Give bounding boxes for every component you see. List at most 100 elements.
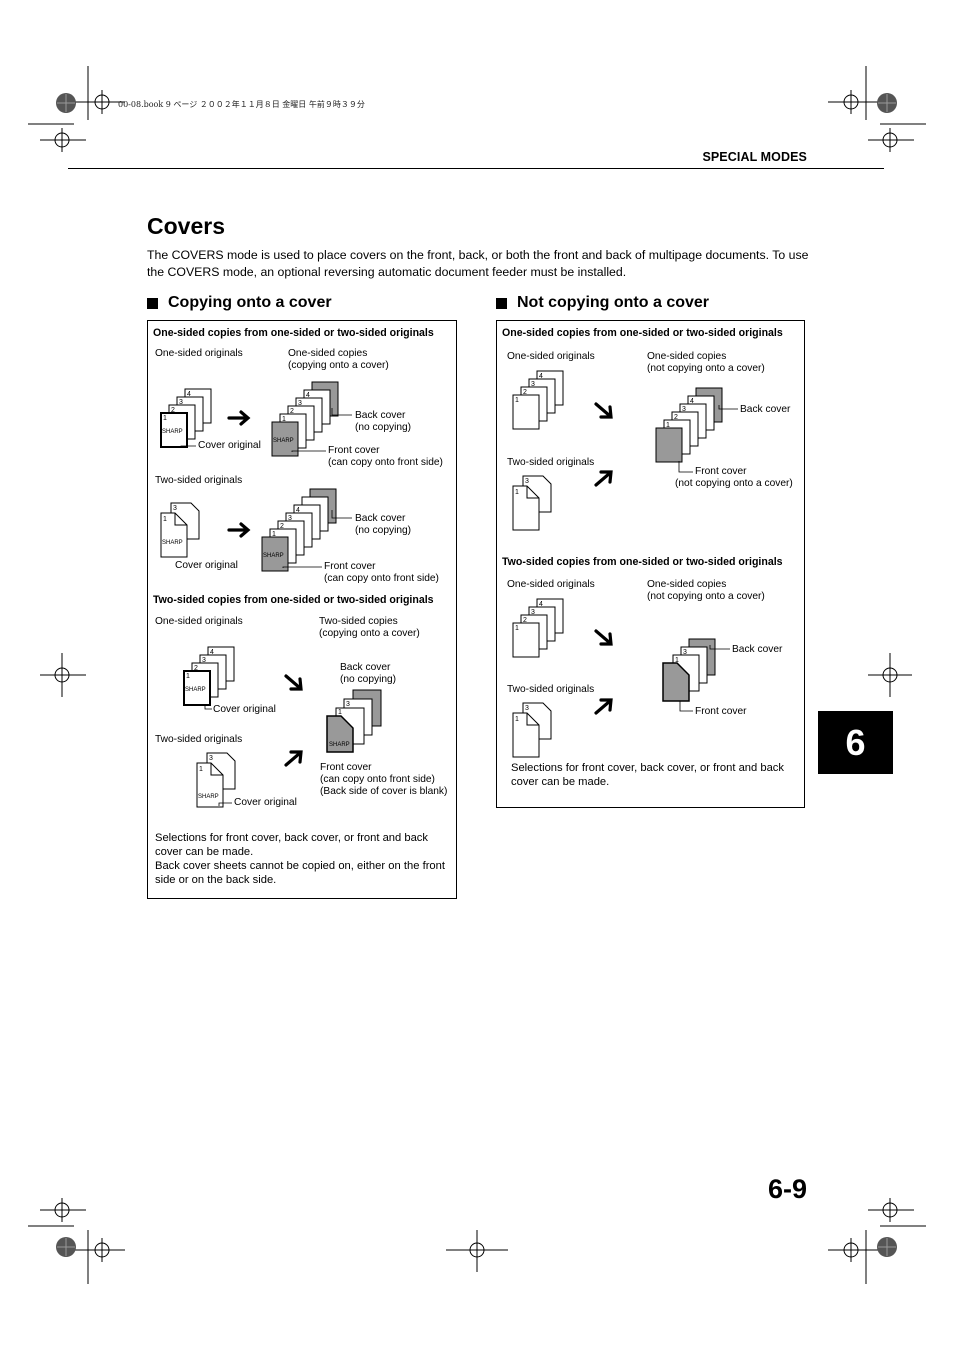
arrow-icon — [227, 522, 251, 538]
leader-line — [718, 405, 738, 410]
sheet-icon — [655, 427, 683, 463]
sheet-number: 1 — [163, 516, 167, 523]
sheet-number: 3 — [683, 649, 687, 656]
left-label-back-cover-2: Back cover(no copying) — [355, 513, 412, 536]
sheet-number: 3 — [346, 701, 350, 708]
sheet-number: 1 — [163, 415, 167, 422]
sheet-number: 1 — [515, 489, 519, 496]
left-label-one-sided-originals-2: One-sided originals — [155, 616, 243, 627]
left-label-front-cover-3: Front cover(can copy onto front side)(Ba… — [320, 762, 448, 797]
sheet-number: 4 — [539, 373, 543, 380]
section-header: SPECIAL MODES — [702, 150, 807, 164]
sheet-number: 3 — [531, 381, 535, 388]
print-info: 00-08.book 9 ページ ２００２年１１月８日 金曜日 午前９時３９分 — [118, 100, 365, 109]
leader-line — [204, 705, 212, 710]
sheet-number: 2 — [674, 414, 678, 421]
page-title: Covers — [147, 213, 225, 239]
right-label-one-sided-originals-1: One-sided originals — [507, 351, 595, 362]
leader-line — [678, 461, 693, 473]
sheet-number: 1 — [515, 716, 519, 723]
sheet-number: 3 — [288, 515, 292, 522]
left-label-cover-original-2: Cover original — [175, 560, 238, 571]
sheet-number: 1 — [338, 709, 342, 716]
sheet-icon — [512, 712, 540, 758]
sheet-number: 1 — [272, 531, 276, 538]
sheet-number: 2 — [171, 407, 175, 414]
sheet-number: 4 — [539, 601, 543, 608]
left-panel — [147, 320, 457, 899]
leader-line — [331, 408, 352, 416]
arrow-icon — [594, 629, 613, 646]
arrow-icon — [227, 410, 251, 426]
cover-original-outline — [160, 412, 188, 448]
left-label-back-cover-1: Back cover(no copying) — [355, 410, 412, 433]
dog-ear — [210, 763, 223, 776]
dog-ear — [174, 513, 187, 526]
sheet-icon — [512, 394, 540, 430]
sheet-number: 4 — [306, 392, 310, 399]
left-label-cover-original-1: Cover original — [198, 440, 261, 451]
right-label-one-sided-copies-1: One-sided copies(not copying onto a cove… — [647, 351, 765, 374]
right-sub2: Two-sided copies from one-sided or two-s… — [502, 556, 783, 568]
sheet-icon — [512, 622, 540, 658]
left-label-front-cover-2: Front cover(can copy onto front side) — [324, 561, 439, 584]
right-note: Selections for front cover, back cover, … — [511, 762, 784, 788]
bullet-square-icon — [496, 297, 507, 309]
sheet-brand: SHARP — [162, 540, 183, 546]
sheet-number: 3 — [179, 399, 183, 406]
left-label-two-sided-originals-1: Two-sided originals — [155, 475, 243, 486]
left-note-2: Back cover sheets cannot be copied on, e… — [155, 860, 445, 886]
front-cover-sheet — [326, 715, 354, 753]
arrow-icon — [284, 750, 303, 767]
front-cover-sheet — [662, 662, 690, 702]
sheet-icon — [271, 421, 299, 457]
sheet-number: 1 — [675, 657, 679, 664]
left-note-1: Selections for front cover, back cover, … — [155, 832, 428, 858]
right-label-one-sided-copies-2: One-sided copies(not copying onto a cove… — [647, 579, 765, 602]
sheet-icon — [196, 762, 224, 808]
sheet-brand: SHARP — [185, 687, 206, 693]
left-label-two-sided-originals-2: Two-sided originals — [155, 734, 243, 745]
left-label-two-sided-copies: Two-sided copies(copying onto a cover) — [319, 616, 420, 639]
heading-copying-onto-cover: Copying onto a cover — [147, 294, 332, 312]
sheet-number: 1 — [666, 422, 670, 429]
right-label-front-cover-1: Front cover(not copying onto a cover) — [675, 466, 793, 489]
sheet-brand: SHARP — [263, 553, 284, 559]
left-label-cover-original-4: Cover original — [234, 797, 297, 808]
sheet-number: 3 — [298, 400, 302, 407]
sheet-number: 3 — [531, 609, 535, 616]
leader-line — [218, 802, 232, 806]
right-panel — [496, 320, 805, 808]
sheet-brand: SHARP — [198, 794, 219, 800]
sheet-number: 1 — [282, 416, 286, 423]
sheet-number: 4 — [690, 398, 694, 405]
right-label-back-cover-1: Back cover — [740, 404, 791, 415]
left-label-one-sided-originals: One-sided originals — [155, 348, 243, 359]
right-label-two-sided-originals-1: Two-sided originals — [507, 457, 595, 468]
right-label-one-sided-originals-2: One-sided originals — [507, 579, 595, 590]
sheet-number: 1 — [515, 397, 519, 404]
cover-original-outline — [183, 670, 211, 706]
bullet-square-icon — [147, 297, 158, 309]
sheet-icon — [160, 512, 188, 558]
arrow-icon — [594, 698, 613, 715]
leader-line — [180, 445, 196, 447]
leader-line — [291, 450, 326, 452]
page-number: 6-9 — [767, 1174, 807, 1204]
sheet-number: 3 — [173, 505, 177, 512]
chapter-tab: 6 — [818, 711, 893, 774]
sheet-number: 2 — [280, 523, 284, 530]
right-sub1: One-sided copies from one-sided or two-s… — [502, 327, 783, 339]
intro-text: The COVERS mode is used to place covers … — [147, 248, 809, 279]
heading-not-copying-onto-cover: Not copying onto a cover — [496, 294, 709, 312]
dog-ear — [526, 713, 539, 726]
sheet-number: 3 — [525, 478, 529, 485]
left-sub2: Two-sided copies from one-sided or two-s… — [153, 594, 434, 606]
sheet-brand: SHARP — [273, 438, 294, 444]
sheet-number: 1 — [186, 673, 190, 680]
sheet-number: 3 — [525, 705, 529, 712]
sheet-icon — [512, 485, 540, 531]
sheet-number: 4 — [296, 507, 300, 514]
